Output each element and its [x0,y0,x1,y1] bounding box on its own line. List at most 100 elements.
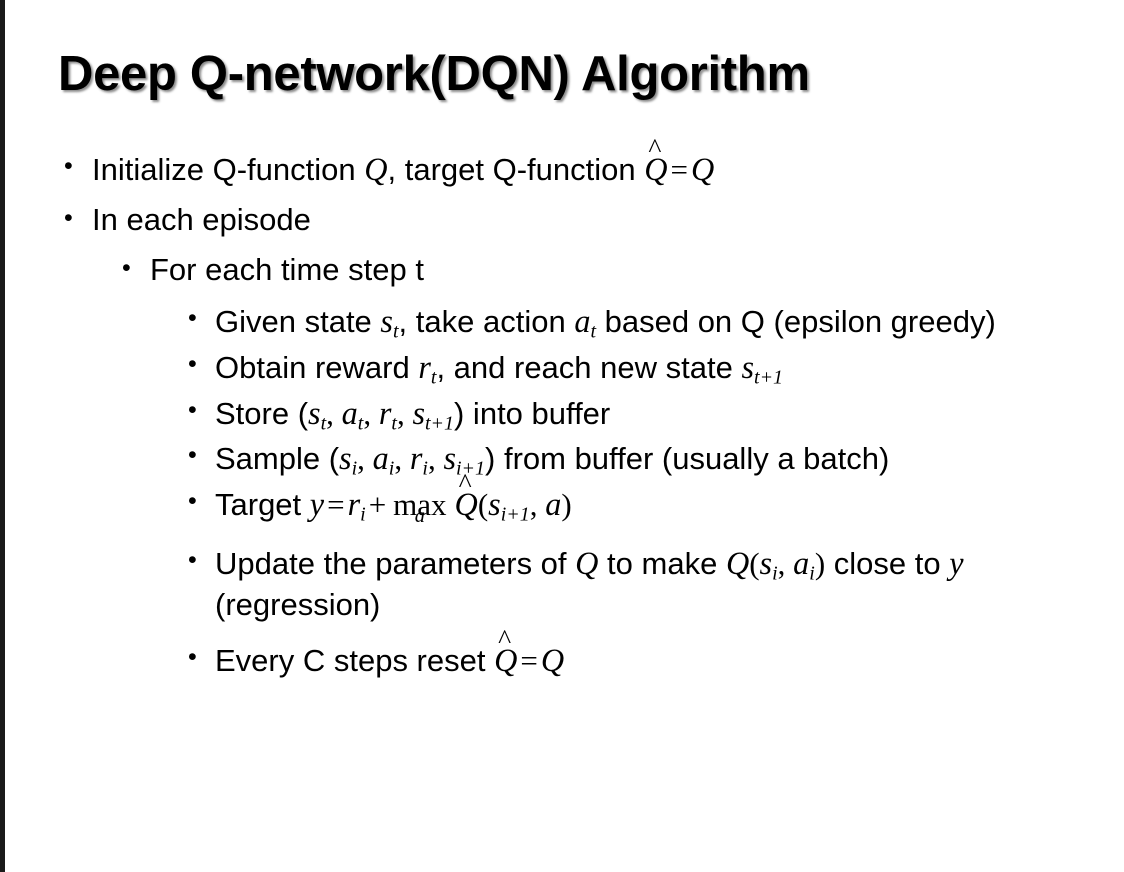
text-fragment: Obtain reward [215,349,419,385]
bullet-item-store: • Store (st, at, rt, st+1) into buffer [0,392,1124,435]
bullet-marker-icon: • [122,253,131,282]
math-var-qhat: ^Q [644,132,668,187]
bullet-text-for-each-time-step: For each time step t [150,251,424,287]
text-fragment: (regression) [215,587,381,623]
text-fragment: ) from buffer (usually a batch) [485,441,890,477]
text-fragment: , take action [398,303,575,339]
math-separator: , [394,441,410,477]
bullet-marker-icon: • [188,303,197,332]
math-var-a: a [545,486,562,523]
math-separator: , [326,395,342,431]
math-var-y: y [949,545,964,582]
math-var-q: Q [575,545,599,582]
text-fragment: Every C steps reset [215,643,495,679]
bullet-item-for-each-time-step: • For each time step t [0,250,1124,291]
bullet-marker-icon: • [188,349,197,378]
bullet-text-store: Store (st, at, rt, st+1) into buffer [215,392,1124,435]
math-subscript: i [351,458,358,481]
math-subscript: i+1 [500,503,530,526]
math-var-s-next: st+1 [412,394,454,435]
math-var-a: ai [793,545,815,585]
math-var-qhat: ^Q [494,623,518,679]
math-equals: = [520,643,538,679]
bullet-text-initialize: Initialize Q-function Q, target Q-functi… [92,132,1124,191]
math-paren-open: ( [477,487,489,523]
bullet-text-update-parameters: Update the parameters of Q to make Q(si,… [215,542,1124,626]
math-separator: , [357,441,373,477]
bullet-item-initialize: • Initialize Q-function Q, target Q-func… [0,132,1124,191]
text-fragment: Target [215,487,310,523]
math-equals: = [670,152,689,187]
bullet-marker-icon: • [64,203,73,232]
text-fragment: Initialize Q-function [92,152,365,187]
math-var-q2: Q [691,151,715,187]
math-var-y: y [309,486,325,523]
bullet-marker-icon: • [188,643,197,672]
math-subscript: t [430,366,437,389]
text-fragment: based on Q (epsilon greedy) [596,303,996,339]
math-var-q2: Q [725,545,750,582]
math-var-s: si [759,545,778,585]
text-fragment: Sample ( [215,441,340,477]
math-var-r: ri [347,486,366,526]
bullet-text-sample: Sample (si, ai, ri, si+1) from buffer (u… [215,437,1124,480]
math-var-s: si [339,440,358,481]
bullet-item-every-c-steps: • Every C steps reset ^Q=Q [0,623,1124,682]
text-fragment: ) into buffer [454,395,611,431]
math-var-r: rt [418,348,437,389]
math-var-s: st [380,302,399,343]
bullet-marker-icon: • [188,395,197,424]
bullet-item-in-each-episode: • In each episode [0,200,1124,241]
math-paren-close: ) [814,546,826,582]
bullet-item-update-parameters: • Update the parameters of Q to make Q(s… [0,542,1124,626]
math-subscript: i [422,458,428,481]
math-subscript: i+1 [456,458,486,481]
math-separator: , [363,395,379,431]
math-subscript: t [320,412,327,435]
math-var-a: at [574,302,596,343]
math-var-s-next: st+1 [741,348,784,389]
bullet-text-obtain-reward: Obtain reward rt, and reach new state st… [215,346,1124,389]
bullet-text-in-each-episode: In each episode [92,201,311,237]
math-subscript: t [590,320,596,343]
bullet-item-given-state: • Given state st, take action at based o… [0,300,1124,343]
math-var-r: rt [378,394,397,435]
math-paren-open: ( [749,546,760,582]
math-plus: + [368,487,387,523]
math-separator: , [396,395,413,431]
slide-left-edge-bar [0,0,5,872]
math-var-s-next: si+1 [488,486,530,526]
page-title: Deep Q-network(DQN) Algorithm [58,47,810,101]
math-separator: , [529,487,546,523]
text-fragment: close to [825,546,950,582]
math-subscript: i [360,503,366,526]
math-paren-close: ) [561,487,572,523]
math-separator: , [777,546,794,582]
math-max-subscript: a [414,505,425,528]
bullet-marker-icon: • [188,546,197,575]
bullet-item-obtain-reward: • Obtain reward rt, and reach new state … [0,346,1124,389]
math-subscript: i [388,458,395,481]
math-subscript: i [809,562,815,585]
bullet-item-sample: • Sample (si, ai, ri, si+1) from buffer … [0,437,1124,480]
bullet-marker-icon: • [64,152,73,180]
bullet-text-every-c-steps: Every C steps reset ^Q=Q [215,623,1124,682]
math-separator: , [427,441,444,477]
math-var-a: at [341,394,364,435]
text-fragment: Given state [215,303,381,339]
math-var-q: Q [540,642,565,679]
math-subscript: t+1 [424,412,454,435]
math-var-s-next: si+1 [443,440,486,481]
bullet-text-given-state: Given state st, take action at based on … [215,300,1124,343]
math-equals: = [327,487,345,523]
text-fragment: to make [598,546,726,582]
bullet-marker-icon: • [188,441,197,470]
text-fragment: , target Q-function [387,152,645,187]
bullet-marker-icon: • [188,487,197,516]
math-subscript: t [391,412,397,435]
math-var-q: Q [364,151,388,187]
